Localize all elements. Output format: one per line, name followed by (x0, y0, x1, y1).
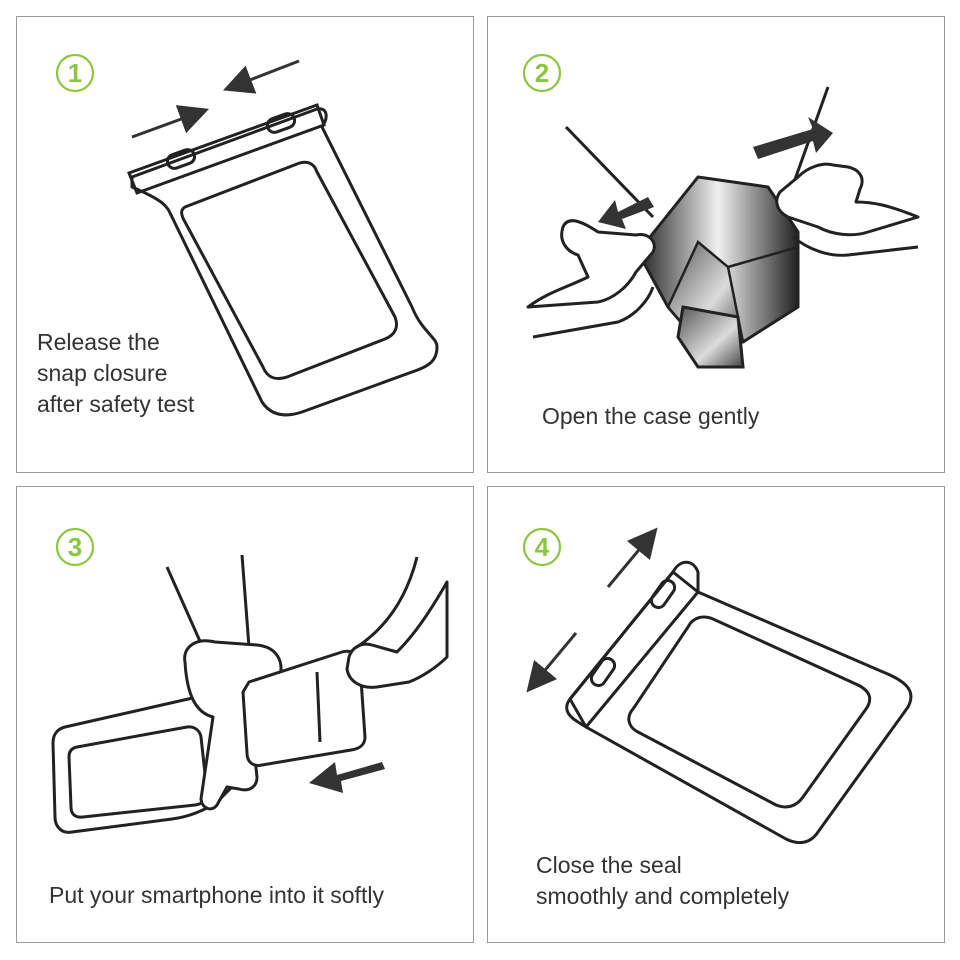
step-caption: Close the seal smoothly and completely (536, 850, 789, 912)
arrow-left (223, 59, 300, 94)
step-2-panel: 2 Open the case gently (487, 16, 945, 473)
right-hand (775, 162, 920, 237)
step-number-badge (522, 527, 562, 567)
arrow-up-right (753, 117, 833, 159)
step-number: 4 (534, 532, 550, 562)
screen-window (627, 615, 872, 809)
step-number: 1 (67, 58, 83, 88)
arrow-up (606, 527, 658, 588)
arrow-down (526, 632, 578, 693)
screen-window (67, 725, 209, 819)
pushing-hand (345, 580, 449, 689)
step-number-badge (55, 53, 95, 93)
caption-line: Close the seal (536, 852, 682, 878)
arrow-left (309, 762, 385, 793)
screen-window (180, 160, 399, 381)
caption-line: after safety test (37, 391, 195, 417)
pouch-outline (565, 560, 913, 845)
snap-hole-top (649, 578, 677, 610)
step-3-panel: 3 Put your smartphone into it softly (16, 486, 474, 943)
caption-line: Open the case gently (542, 403, 760, 429)
open-case-illustration (526, 86, 920, 369)
caption-line: snap closure (37, 360, 168, 386)
left-hand (526, 219, 656, 309)
close-seal-illustration (526, 527, 913, 845)
caption-line: Release the (37, 329, 160, 355)
step-caption: Open the case gently (542, 401, 759, 432)
insert-phone-illustration (51, 554, 449, 834)
step-number-badge (522, 53, 562, 93)
step-caption: Release the snap closure after safety te… (37, 327, 194, 420)
step-caption: Put your smartphone into it softly (49, 880, 384, 911)
step-4-panel: 4 Close the seal smoothly and completely (487, 486, 945, 943)
lanyard-string (240, 554, 251, 648)
step-1-panel: 1 Release the snap closure after safety … (16, 16, 474, 473)
caption-line: smoothly and completely (536, 883, 790, 909)
snap-hole-right (265, 112, 297, 134)
snap-hole-bottom (589, 656, 617, 688)
step-number: 2 (534, 58, 550, 88)
arrow-right (131, 105, 210, 139)
arrow-left (598, 197, 654, 229)
step-number: 3 (67, 532, 83, 562)
caption-line: Put your smartphone into it softly (49, 882, 384, 908)
snap-hole-left (165, 148, 197, 170)
release-snap-illustration (127, 59, 439, 417)
step-number-badge (55, 527, 95, 567)
